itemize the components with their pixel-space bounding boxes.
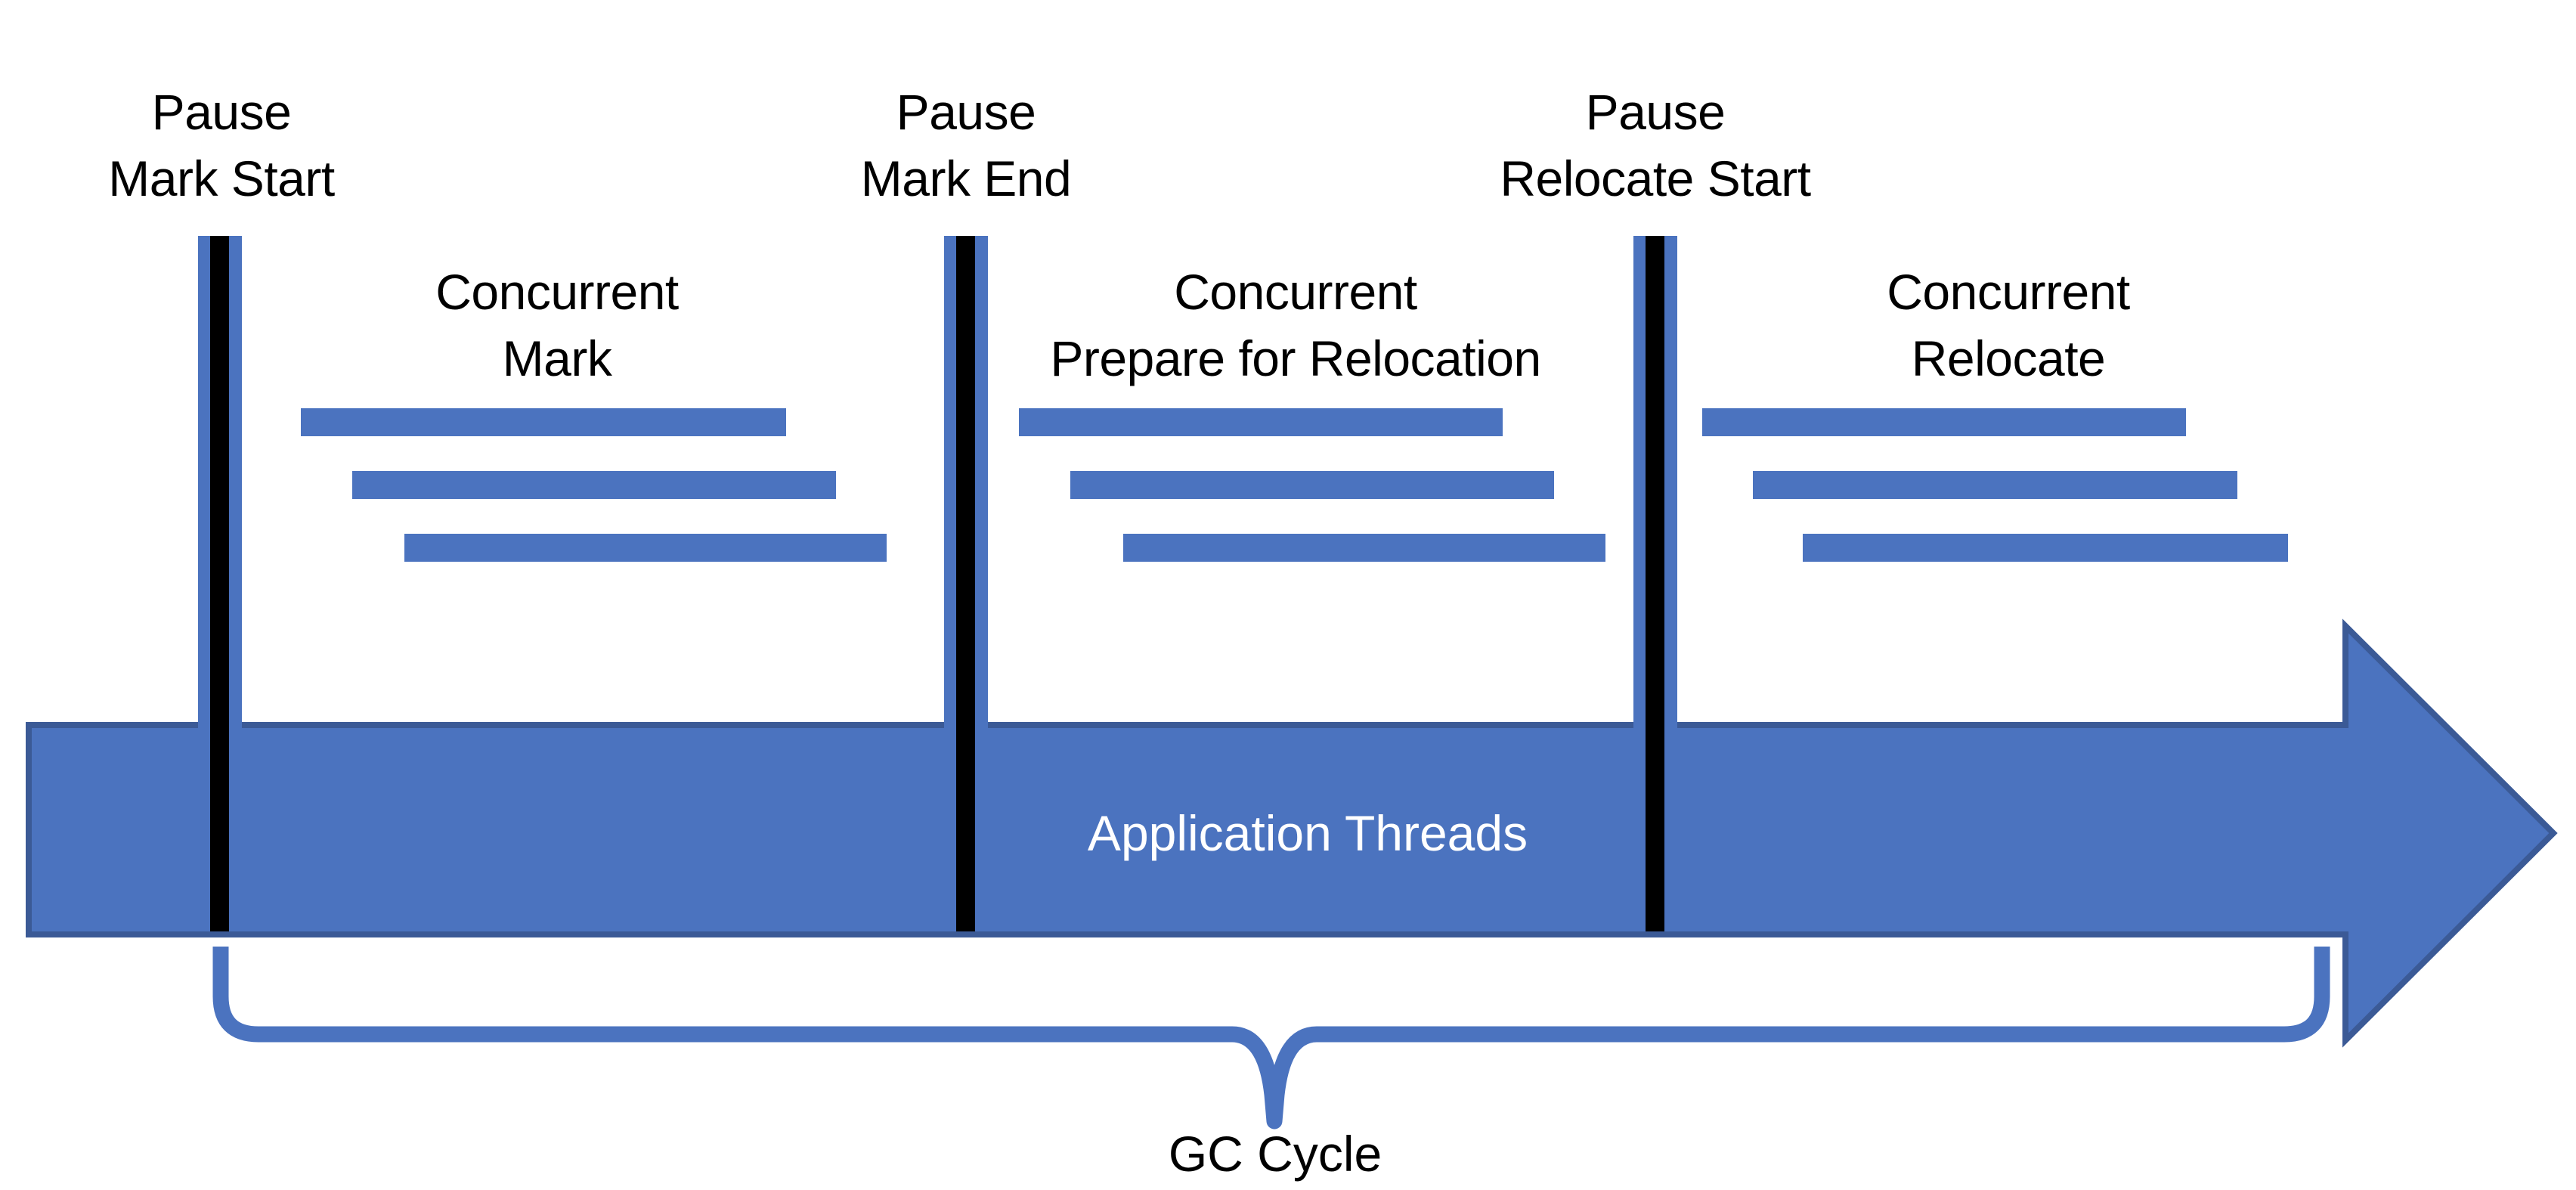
phase-label-line1: Concurrent [1174, 264, 1417, 320]
concurrent-mark-label: Concurrent Mark [217, 259, 897, 392]
stw-pause-line [210, 236, 229, 931]
concurrent-mark-thread-bar [404, 534, 887, 562]
gc-cycle-label: GC Cycle [1168, 1126, 1382, 1182]
phase-label-line2: Relocate [1911, 330, 2106, 386]
concurrent-mark-thread-bar [301, 408, 786, 436]
concurrent-relocate-label: Concurrent Relocate [1668, 259, 2348, 392]
pause-mark-start-label: Pause Mark Start [0, 79, 486, 212]
concurrent-relocate-thread-bar [1753, 471, 2237, 499]
concurrent-mark-thread-bar [352, 471, 836, 499]
phase-label-line1: Concurrent [1887, 264, 2130, 320]
pause-label-line2: Relocate Start [1500, 150, 1811, 206]
pause-label-line2: Mark Start [108, 150, 335, 206]
pause-label-line1: Pause [1585, 84, 1726, 140]
pause-relocate-start-bar [1633, 236, 1677, 931]
concurrent-relocate-thread-bar [1803, 534, 2288, 562]
phase-label-line2: Prepare for Relocation [1050, 330, 1541, 386]
brace-path [212, 947, 2330, 1130]
pause-label-line1: Pause [151, 84, 292, 140]
pause-mark-end-bar [944, 236, 988, 931]
phase-label-line1: Concurrent [435, 264, 679, 320]
concurrent-prepare-thread-bar [1070, 471, 1554, 499]
pause-mark-end-label: Pause Mark End [701, 79, 1231, 212]
concurrent-prepare-for-relocation-label: Concurrent Prepare for Relocation [955, 259, 1636, 392]
pause-label-line1: Pause [896, 84, 1036, 140]
arrow-shape [26, 618, 2558, 1048]
stw-pause-line [1646, 236, 1664, 931]
pause-label-line2: Mark End [860, 150, 1072, 206]
application-threads-label: Application Threads [1087, 805, 1528, 861]
pause-relocate-start-label: Pause Relocate Start [1391, 79, 1920, 212]
concurrent-relocate-thread-bar [1702, 408, 2186, 436]
concurrent-prepare-thread-bar [1123, 534, 1605, 562]
stw-pause-line [956, 236, 975, 931]
pause-mark-start-bar [198, 236, 242, 931]
concurrent-prepare-thread-bar [1019, 408, 1503, 436]
phase-label-line2: Mark [502, 330, 612, 386]
